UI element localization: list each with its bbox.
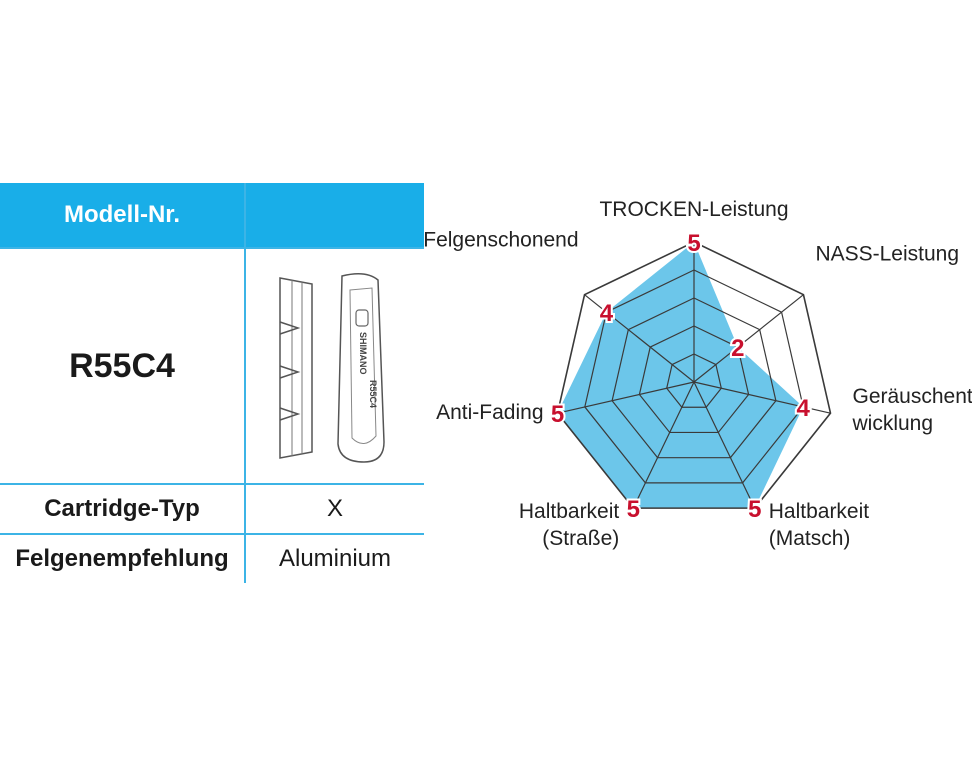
axis-spoke bbox=[557, 381, 695, 414]
axis-label-line: Anti-Fading bbox=[436, 401, 543, 424]
cartridge-type-label: Cartridge-Typ bbox=[0, 483, 246, 535]
pad-model-print: R55C4 bbox=[368, 380, 378, 408]
axis-label: TROCKEN-Leistung bbox=[599, 198, 788, 221]
axis-spoke bbox=[584, 294, 695, 383]
grid-ring bbox=[638, 325, 750, 434]
model-name: R55C4 bbox=[0, 247, 246, 485]
axis-label: Haltbarkeit (Straße) bbox=[519, 500, 620, 550]
rim-recommendation-value: Aluminium bbox=[244, 533, 424, 583]
score-label: 5 bbox=[627, 496, 640, 523]
pad-clip bbox=[355, 309, 369, 327]
model-row: R55C4 SHIMANO R55C4 bbox=[0, 247, 424, 485]
axis-label-line: (Straße) bbox=[542, 527, 619, 550]
axis-label: Anti-Fading bbox=[436, 401, 543, 424]
pad-front-inner bbox=[349, 287, 377, 444]
pad-front-view bbox=[337, 273, 385, 463]
pad-side-view bbox=[279, 277, 313, 459]
axis-label-line: Haltbarkeit bbox=[519, 500, 620, 523]
axis-label: NASS-Leistung bbox=[815, 243, 959, 266]
cartridge-type-value: X bbox=[244, 483, 424, 535]
axis-label-line: Felgenschonend bbox=[424, 229, 579, 252]
score-label: 2 bbox=[731, 335, 744, 362]
grid-ring bbox=[556, 241, 832, 509]
axis-label-line: TROCKEN-Leistung bbox=[599, 198, 788, 221]
spec-table: Modell-Nr. R55C4 SHIMANO R55C4 Cartridge… bbox=[0, 183, 424, 583]
axis-label: Haltbarkeit (Matsch) bbox=[769, 500, 870, 550]
table-row: Felgenempfehlung Aluminium bbox=[0, 533, 424, 583]
pad-brand-print: SHIMANO bbox=[358, 332, 368, 375]
table-row: Cartridge-Typ X bbox=[0, 483, 424, 535]
score-label: 4 bbox=[600, 300, 614, 327]
rim-recommendation-label: Felgenempfehlung bbox=[0, 533, 246, 583]
axis-label-line: Geräuschent- bbox=[852, 385, 972, 408]
model-number-header: Modell-Nr. bbox=[0, 183, 246, 249]
axis-label: Felgenschonend bbox=[424, 229, 579, 252]
axis-label-line: NASS-Leistung bbox=[815, 243, 959, 266]
score-label: 5 bbox=[748, 496, 761, 523]
grid-ring bbox=[611, 297, 777, 459]
axis-label-line: Haltbarkeit bbox=[769, 500, 870, 523]
axis-label-line: wicklung bbox=[851, 412, 933, 435]
product-image-cell: SHIMANO R55C4 bbox=[244, 247, 424, 485]
radar-chart: 5 2 4 5 5 5 4 TROCKEN-LeistungNASS-LeistungGerä… bbox=[424, 198, 972, 550]
product-image-header bbox=[244, 183, 424, 249]
table-header-row: Modell-Nr. bbox=[0, 183, 424, 249]
axis-spoke bbox=[632, 381, 695, 509]
axis-label: Geräuschent-wicklung bbox=[851, 385, 972, 435]
pad-side-inner bbox=[291, 280, 303, 456]
score-label: 4 bbox=[797, 395, 811, 422]
brake-pad-image: SHIMANO R55C4 bbox=[279, 273, 385, 463]
data-area bbox=[557, 242, 804, 509]
axis-spoke bbox=[693, 381, 831, 414]
pad-grooves bbox=[279, 321, 301, 421]
axis-spoke bbox=[693, 294, 804, 383]
grid-ring bbox=[584, 269, 804, 484]
axis-spoke bbox=[693, 381, 756, 509]
grid-ring bbox=[666, 353, 722, 408]
score-label: 5 bbox=[687, 230, 700, 257]
axis-label-line: (Matsch) bbox=[769, 527, 851, 550]
score-label: 5 bbox=[551, 401, 564, 428]
